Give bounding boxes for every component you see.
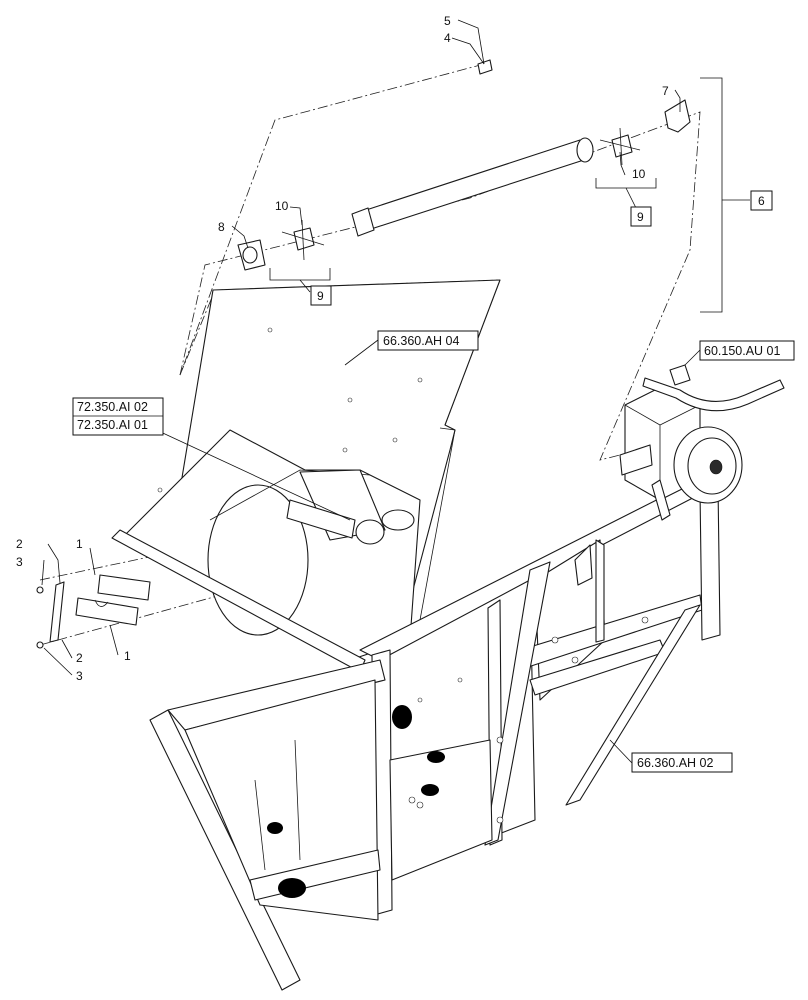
lower-center-panel [389,739,493,881]
frame-holes [157,327,649,898]
callout-3-lower: 3 [76,669,83,683]
callout-7: 7 [662,84,669,98]
ref-66-360-ah-04[interactable]: 66.360.AH 04 [383,334,459,348]
ref-66-360-ah-02[interactable]: 66.360.AH 02 [637,756,713,770]
boxed-callouts: 9 9 6 [310,190,773,306]
reference-links: 66.360.AH 04 72.350.AI 02 72.350.AI 01 6… [72,330,795,773]
ref-box-60-150-au-01[interactable] [699,340,795,361]
ref-box-72-350-ai[interactable] [72,397,164,436]
ref-72-350-ai-01[interactable]: 72.350.AI 01 [77,418,148,432]
yoke-7 [664,99,691,133]
upper-driveshaft [237,59,691,271]
callout-3-upper: 3 [16,555,23,569]
callout-6: 6 [758,194,765,208]
ref-box-66-360-ah-04[interactable] [377,330,479,351]
plate-lower [75,597,139,626]
hydraulic-hose [642,377,785,412]
ujoint-right [611,134,633,158]
callout-5: 5 [444,14,451,28]
callout-10-left: 10 [275,199,289,213]
drop-opening [595,539,605,643]
callout-9-right: 9 [637,210,644,224]
main-frame [111,279,721,991]
strap [49,581,65,643]
lower-drive-shaft [286,499,356,539]
callout-4: 4 [444,31,451,45]
leader-lines [41,19,750,764]
callout-9-left: 9 [317,289,324,303]
shield-plates [36,574,151,649]
gearbox-assembly [619,364,785,521]
ref-60-150-au-01[interactable]: 60.150.AU 01 [704,344,780,358]
plate-upper [97,574,151,601]
callout-10-right: 10 [632,167,646,181]
bolt-4-5 [477,59,493,75]
ref-box-66-360-ah-02[interactable] [631,752,733,773]
callout-labels: 5 4 7 10 10 8 1 2 3 2 1 3 [16,14,669,683]
lower-left-panel [184,679,379,921]
callout-1-lower: 1 [124,649,131,663]
callout-8: 8 [218,220,225,234]
slot-right [574,544,593,586]
post-right [484,561,551,846]
post-far-right [699,484,721,641]
right-strut [565,604,701,806]
drive-hub [619,444,653,476]
left-leg [149,709,301,991]
callout-2-upper: 2 [16,537,23,551]
callout-2-lower: 2 [76,651,83,665]
ref-72-350-ai-02[interactable]: 72.350.AI 02 [77,400,148,414]
driveshaft-tube [359,139,591,231]
callout-1-upper: 1 [76,537,83,551]
